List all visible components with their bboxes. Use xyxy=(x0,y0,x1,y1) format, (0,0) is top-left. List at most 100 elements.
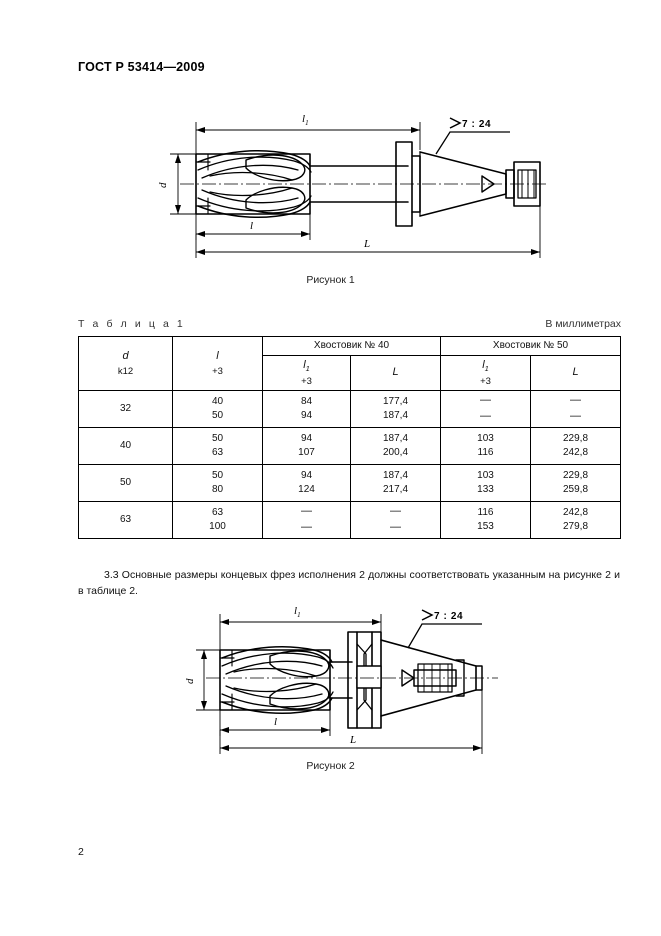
table-1-units: В миллиметрах xyxy=(545,318,621,330)
table-1-header-l1-subscript-50: 1 xyxy=(484,364,489,374)
paragraph-3-3: 3.3 Основные размеры концевых фрез испол… xyxy=(78,567,620,601)
table-cell-value: 242,8 xyxy=(562,506,589,518)
table-cell-d: 63 xyxy=(78,501,173,540)
table-cell-value: — xyxy=(390,521,401,534)
table-1-header-l1-symbol: l xyxy=(303,359,306,371)
paragraph-3-3-number: 3.3 xyxy=(104,568,119,581)
table-cell-shank50-L: —— xyxy=(530,390,621,429)
table-cell-value: 107 xyxy=(298,447,315,459)
table-1-header-l1-symbol-50: l xyxy=(482,359,485,371)
table-cell-value: 187,4 xyxy=(382,469,409,481)
figure-1-dim-l1: l1 xyxy=(302,113,309,127)
table-cell-value: — xyxy=(480,394,491,407)
figure-1-drawing: l1 d l xyxy=(150,92,550,272)
table-cell-value: 177,4 xyxy=(382,395,409,407)
table-cell-value: 217,4 xyxy=(382,484,409,496)
standard-header: ГОСТ Р 53414—2009 xyxy=(78,60,205,74)
table-cell-value: 94 xyxy=(300,410,313,422)
table-cell-value: — xyxy=(570,394,581,407)
table-cell-value: 100 xyxy=(209,521,226,533)
table-cell-value: — xyxy=(390,505,401,518)
table-cell-value: 187,4 xyxy=(382,410,409,422)
table-cell-value: 50 xyxy=(211,469,224,481)
table-1-header-L-symbol-50: L xyxy=(572,366,579,379)
figure-1-dim-L: L xyxy=(363,238,370,250)
table-cell-shank50-L: 229,8 242,8 xyxy=(530,427,621,466)
paragraph-3-3-text: Основные размеры концевых фрез исполнени… xyxy=(78,568,620,598)
table-cell-value: 94 xyxy=(300,469,313,481)
table-1-header-shank40-L: L xyxy=(350,354,441,392)
figure-1-dim-d: d xyxy=(157,182,169,188)
figure-1-dim-l: l xyxy=(250,220,253,232)
table-cell-value: 153 xyxy=(477,521,494,533)
table-cell-d: 40 xyxy=(78,427,173,466)
table-1-header-l1-tolerance: +3 xyxy=(301,375,312,387)
table-cell-value: — xyxy=(301,505,312,518)
table-cell-shank50-L: 242,8 279,8 xyxy=(530,501,621,540)
table-cell-value: 94 xyxy=(300,432,313,444)
table-cell-value: 103 xyxy=(477,469,494,481)
table-cell-value: 229,8 xyxy=(562,469,589,481)
table-1: d k12 l +3 Хвостовик № 40 Хвостовик № 50… xyxy=(78,335,621,540)
table-cell-value: 187,4 xyxy=(382,432,409,444)
table-1-header-l1-subscript: 1 xyxy=(305,364,310,374)
table-cell-d: 50 xyxy=(78,464,173,503)
table-cell-value: 50 xyxy=(211,410,224,422)
table-cell-value: 40 xyxy=(211,395,224,407)
table-cell-value: 242,8 xyxy=(562,447,589,459)
table-cell-value: 116 xyxy=(477,506,494,518)
table-1-header-d-symbol: d xyxy=(122,350,129,363)
table-cell-shank40-L: —— xyxy=(350,501,441,540)
table-1-header-shank40-l1: l1 +3 xyxy=(262,354,351,392)
table-cell-shank50-L: 229,8 259,8 xyxy=(530,464,621,503)
table-cell-shank50-l1: —— xyxy=(440,390,531,429)
table-1-header-shank50-L: L xyxy=(530,354,621,392)
table-cell-value: 116 xyxy=(477,447,494,459)
table-cell-value: — xyxy=(570,410,581,423)
figure-1-caption: Рисунок 1 xyxy=(306,274,355,286)
table-cell-value: 63 xyxy=(211,447,224,459)
figure-2-dim-l1: l1 xyxy=(294,605,301,619)
figure-2-drawing: l1 d l xyxy=(180,592,580,762)
page-number: 2 xyxy=(78,846,84,858)
table-cell-shank40-l1: —— xyxy=(262,501,351,540)
table-cell-value: 84 xyxy=(300,395,313,407)
table-cell-value: 50 xyxy=(211,432,224,444)
table-cell-value: 279,8 xyxy=(562,521,589,533)
table-1-header-d: d k12 xyxy=(78,335,173,392)
table-cell-value: 259,8 xyxy=(562,484,589,496)
table-cell-value: 124 xyxy=(298,484,315,496)
table-1-title: Т а б л и ц а 1 xyxy=(78,318,186,330)
figure-2-caption: Рисунок 2 xyxy=(306,760,355,772)
table-1-header-l-tolerance: +3 xyxy=(212,365,223,377)
figure-1-taper-label: 7 : 24 xyxy=(462,119,491,130)
table-1-header-l-symbol: l xyxy=(216,350,219,363)
table-1-header-shank-50: Хвостовик № 50 xyxy=(440,336,621,356)
figure-2-dim-d: d xyxy=(184,678,196,684)
table-cell-value: 229,8 xyxy=(562,432,589,444)
figure-2-dim-l: l xyxy=(274,716,277,728)
table-cell-shank40-L: 177,4 187,4 xyxy=(350,390,441,429)
table-cell-value: 80 xyxy=(211,484,224,496)
table-cell-value: — xyxy=(301,521,312,534)
table-cell-value: 103 xyxy=(477,432,494,444)
table-cell-value: 63 xyxy=(211,506,224,518)
table-1-header-L-symbol-40: L xyxy=(392,366,399,379)
table-cell-d: 32 xyxy=(78,390,173,429)
